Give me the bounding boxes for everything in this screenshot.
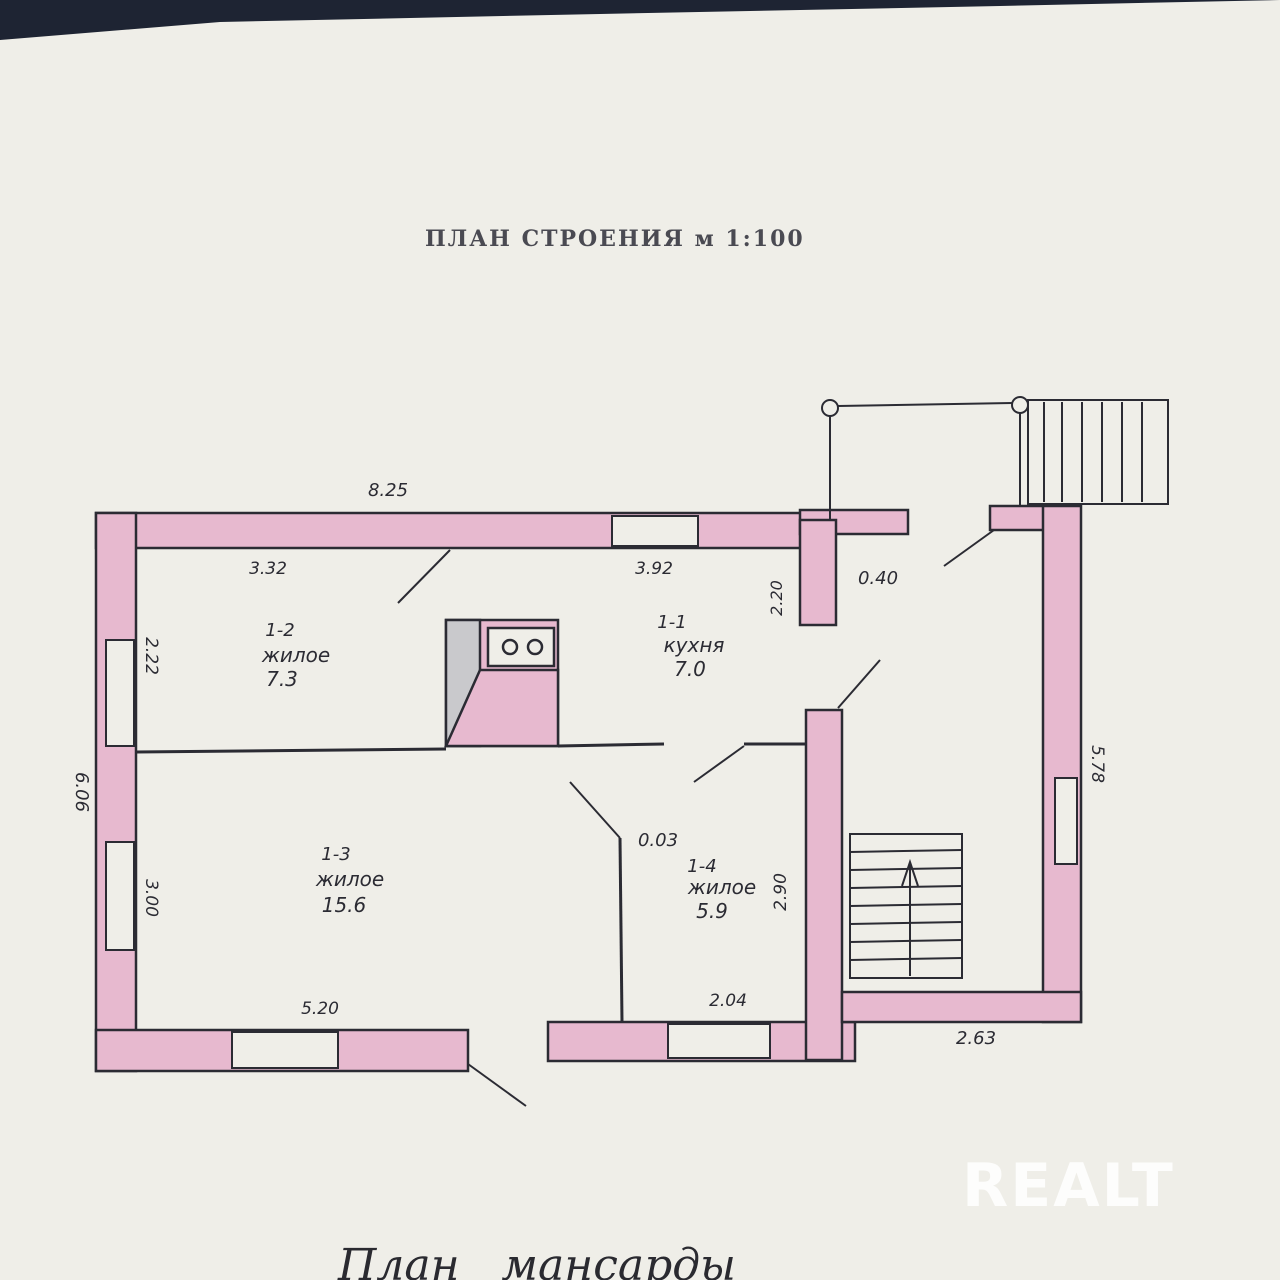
- dim-veranda-height: 5.78: [1087, 745, 1107, 783]
- windows: [105, 515, 1078, 1069]
- dim-overall-width: 8.25: [368, 480, 408, 501]
- dim-room-1-4-height: 2.90: [771, 873, 791, 911]
- door-1-4: [693, 745, 745, 783]
- stair-step: [849, 849, 963, 853]
- veranda-wall-bottom: [840, 990, 1083, 1024]
- stove-top: [486, 626, 556, 668]
- room-1-4-area: 5.9: [696, 899, 728, 923]
- dim-room-1-2-height: 2.22: [141, 637, 161, 675]
- room-1-3-code: 1-3: [321, 844, 350, 865]
- stair-step: [849, 885, 963, 889]
- realt-watermark: REALT: [962, 1151, 1175, 1221]
- stair-arrow-icon: [901, 858, 919, 887]
- burner-right-icon: [526, 638, 544, 656]
- axis-line: [837, 402, 1013, 407]
- dim-corridor: 0.40: [858, 568, 898, 589]
- dim-overall-height: 6.06: [71, 772, 92, 812]
- dim-room-1-3-width: 5.20: [301, 999, 339, 1019]
- room-1-1-type: кухня: [664, 633, 725, 657]
- bottom-caption: План мансарды: [337, 1240, 736, 1280]
- room-labels: 1-1 кухня 7.0 1-2 жилое 7.3 1-3 жилое 15…: [261, 612, 756, 923]
- window-left-upper: [105, 639, 135, 747]
- window-bottom-right: [667, 1023, 771, 1059]
- stair-step: [849, 903, 963, 907]
- dim-kitchen-wall: 2.20: [767, 580, 786, 616]
- room-1-2-code: 1-2: [265, 620, 294, 641]
- dim-room-1-2-width: 3.32: [249, 559, 287, 579]
- partition-1-2-1-3: [135, 747, 447, 754]
- partition-1-3-1-4: [618, 837, 624, 1023]
- room-1-2-type: жилое: [261, 643, 330, 667]
- partitions: [135, 742, 806, 1023]
- door-kitchen-out: [943, 529, 995, 567]
- door-entrance: [467, 1063, 527, 1107]
- door-corridor: [837, 659, 881, 709]
- room-1-3-area: 15.6: [322, 893, 367, 917]
- dim-room-1-4-width: 2.04: [709, 991, 747, 1011]
- attic-staircase: [849, 833, 963, 979]
- stair-step: [849, 957, 963, 961]
- stair-step: [849, 939, 963, 943]
- door-1-3: [569, 781, 621, 839]
- dim-room-1-1-width: 3.92: [635, 559, 673, 579]
- partition-kitchen-bottom: [557, 742, 665, 748]
- dimension-labels: 8.25 3.32 3.92 0.40 0.03 5.20 2.04 2.63 …: [71, 480, 1107, 1049]
- wall-inner-right: [804, 708, 844, 1062]
- window-left-lower: [105, 841, 135, 951]
- door-1-2: [397, 549, 451, 604]
- stair-step: [849, 867, 963, 871]
- stove: [444, 618, 560, 748]
- room-1-3-type: жилое: [315, 867, 384, 891]
- dim-partition: 0.03: [638, 830, 678, 851]
- dim-room-1-3-height: 3.00: [141, 879, 161, 917]
- burner-left-icon: [501, 638, 519, 656]
- room-1-4-type: жилое: [687, 875, 756, 899]
- dim-veranda-width: 2.63: [956, 1028, 996, 1049]
- room-1-1-code: 1-1: [657, 612, 686, 633]
- porch: [821, 396, 1169, 520]
- stair-step: [849, 921, 963, 925]
- wall-top: [94, 511, 813, 550]
- wall-kitchen-stub: [798, 518, 838, 627]
- room-1-4-code: 1-4: [687, 856, 716, 877]
- porch-stairs: [1027, 399, 1169, 505]
- window-veranda-right: [1054, 777, 1078, 865]
- room-1-1-area: 7.0: [674, 657, 706, 681]
- veranda-wall-right: [1041, 504, 1083, 1024]
- window-top: [611, 515, 699, 547]
- window-bottom-left: [231, 1031, 339, 1069]
- wall-left: [94, 511, 138, 1073]
- room-1-2-area: 7.3: [266, 667, 298, 691]
- plan-title: ПЛАН СТРОЕНИЯ м 1:100: [425, 226, 805, 252]
- door-swings: [397, 529, 995, 1107]
